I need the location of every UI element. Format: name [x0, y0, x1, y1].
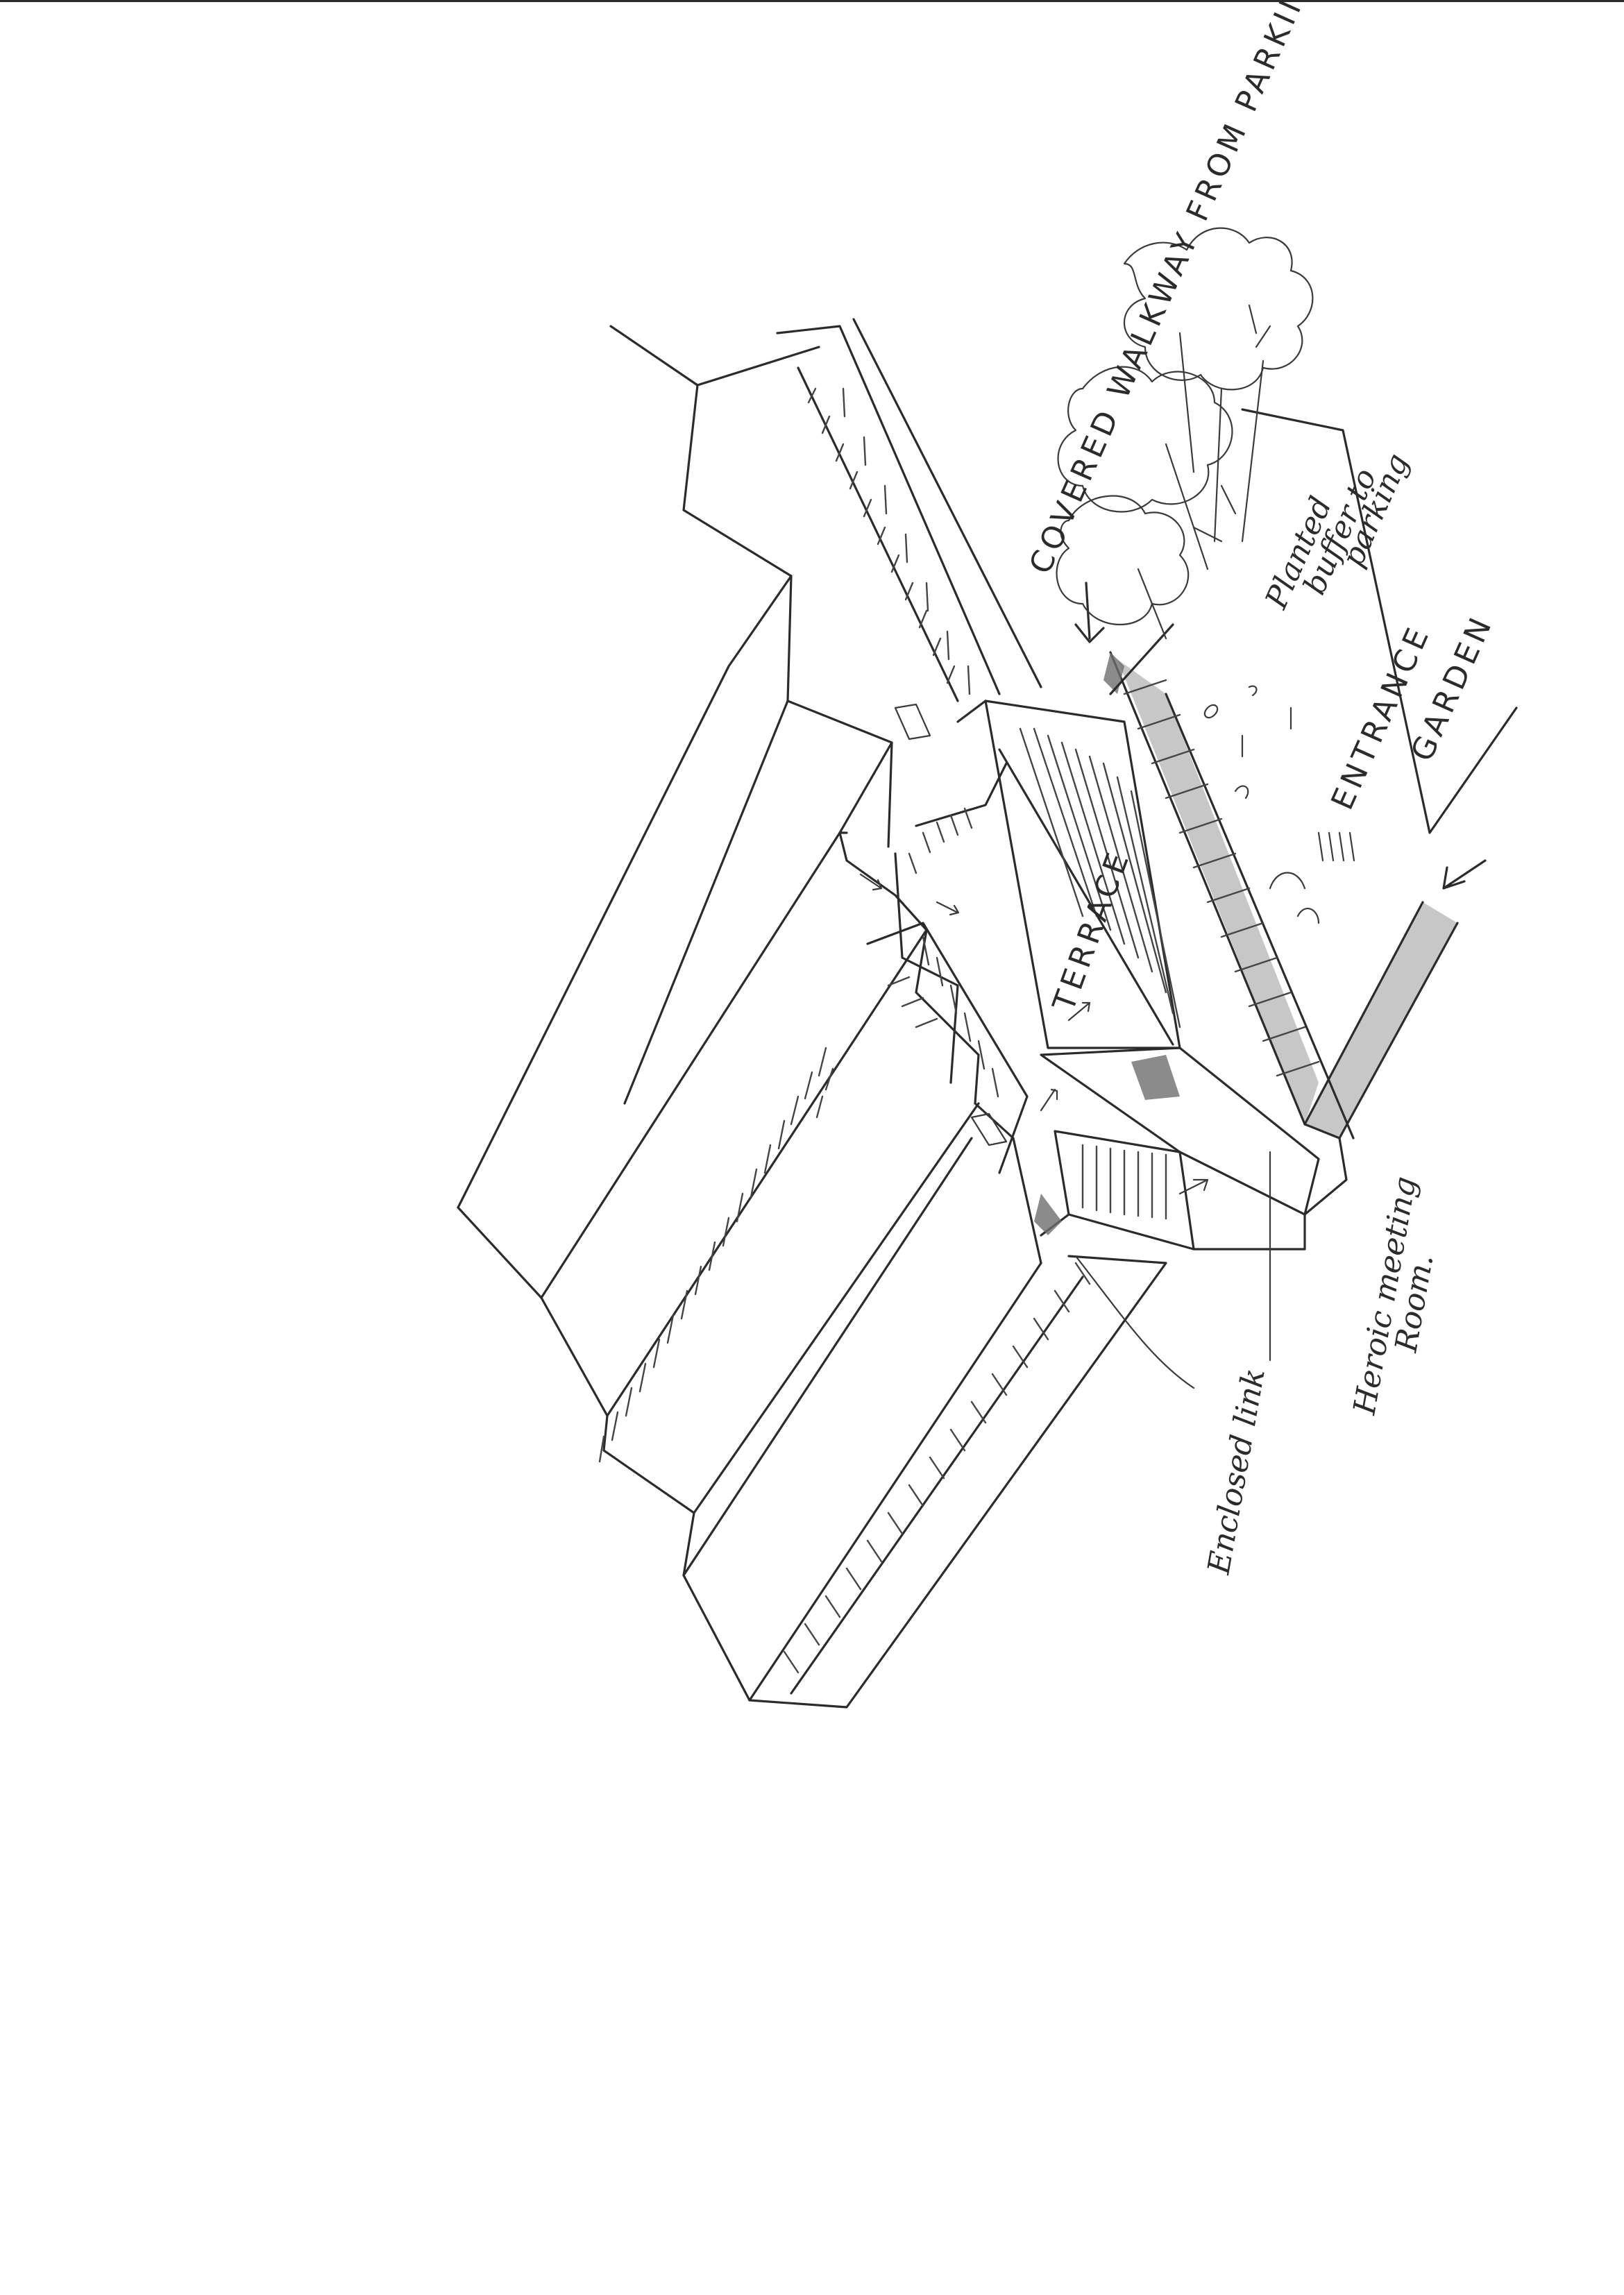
- annotation-entrance-garden: ENTRANCE GARDEN: [1324, 609, 1500, 815]
- terrace-platform: [859, 700, 1181, 1174]
- entrance-garden-planting: [1056, 227, 1518, 924]
- page-top-edge: [0, 0, 1624, 2]
- annotation-planted-buffer: Planted buffer to parking: [1258, 448, 1416, 614]
- building-roof-outline: [457, 325, 1042, 1702]
- annotation-walkway: COVERED WALKWAY FROM PARKING: [1022, 0, 1327, 579]
- entrance-path: [1074, 582, 1487, 1216]
- label-covered-walkway: COVERED WALKWAY FROM PARKING: [1022, 0, 1327, 579]
- enclosed-link: [748, 1151, 1271, 1709]
- annotation-enclosed-link: Enclosed link: [1201, 1366, 1271, 1577]
- annotation-meeting-room: Heroic meeting Room.: [1346, 1174, 1440, 1418]
- roof-shingle-marks: [598, 1047, 834, 1463]
- covered-walkway: [776, 318, 1042, 702]
- label-enclosed-link: Enclosed link: [1201, 1366, 1271, 1577]
- meeting-room-box: [1034, 1047, 1320, 1251]
